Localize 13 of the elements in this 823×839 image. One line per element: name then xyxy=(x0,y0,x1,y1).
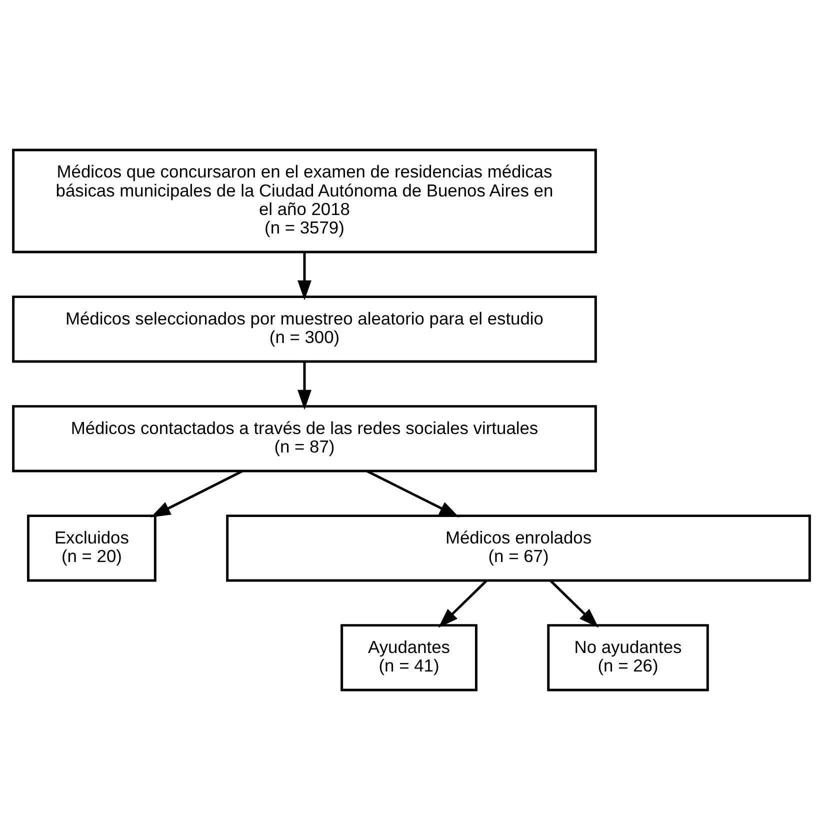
arrow xyxy=(366,470,460,517)
node-box: Médicos seleccionados por muestreo aleatorio para el estudio (n = 300) xyxy=(12,295,597,362)
node-box: Médicos contactados a través de las redes sociales virtuales (n = 87) xyxy=(12,404,597,472)
node-box: Ayudantes (n = 41) xyxy=(340,624,478,691)
node-box: Excluidos (n = 20) xyxy=(27,514,156,582)
arrow xyxy=(438,580,488,628)
node-box: Médicos enrolados (n = 67) xyxy=(226,514,811,582)
arrow xyxy=(150,470,243,517)
node-box: No ayudantes (n = 26) xyxy=(547,624,709,691)
arrow xyxy=(298,252,312,300)
arrow xyxy=(298,361,312,410)
node-box: Médicos que concursaron en el examen de residencias médicas básicas municipales de la Ciudad Autónoma de Buenos Aires en el año 2018 (n = 3579) xyxy=(12,148,597,253)
arrow xyxy=(550,580,599,628)
